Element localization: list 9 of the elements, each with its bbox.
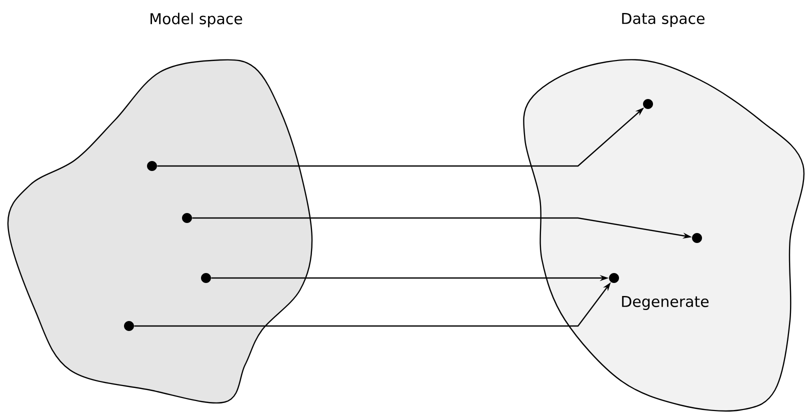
data-point	[182, 213, 192, 223]
data-point	[124, 321, 134, 331]
region-blob: Model space	[7, 12, 313, 404]
node-label: Model space	[150, 12, 242, 28]
data-point	[201, 273, 211, 283]
data-point	[147, 161, 157, 171]
data-point	[643, 99, 653, 109]
point-label: Degenerate	[622, 296, 709, 310]
node-label: Data space	[622, 12, 704, 28]
